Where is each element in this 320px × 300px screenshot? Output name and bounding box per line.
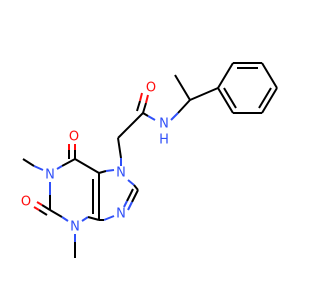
nitrogen-atom-amide: N [159, 117, 169, 132]
bond [170, 112, 179, 121]
bond [98, 170, 107, 174]
oxygen-atom-c6: O [69, 130, 79, 145]
bond [123, 200, 128, 208]
bond [217, 62, 234, 89]
bond [105, 169, 115, 172]
bond [81, 216, 89, 222]
bond [126, 188, 134, 202]
bond [87, 216, 100, 221]
n-methyl-bond [33, 165, 44, 171]
carbonyl-bond [38, 209, 48, 216]
methyl-bond [174, 74, 191, 101]
bond [133, 184, 139, 191]
bond [74, 158, 100, 174]
bond [127, 179, 135, 186]
bond [142, 112, 149, 117]
bond [61, 158, 76, 167]
molecule-drawing: O N H O O N N N N [21, 62, 278, 258]
carbonyl-bond [136, 100, 141, 112]
bond [61, 216, 69, 222]
phenyl-ring [217, 62, 278, 114]
bond [177, 99, 191, 114]
carbonyl-bond [36, 201, 43, 206]
carbonyl-bond [33, 206, 40, 211]
bond [261, 87, 278, 114]
nitrogen-atom-n7: N [116, 166, 126, 181]
n-methyl-bond [22, 158, 35, 167]
nitrogen-atom-n1: N [45, 168, 55, 183]
bond [189, 87, 219, 101]
bond [131, 189, 139, 203]
structure-canvas: O N H O O N N N N [21, 62, 278, 258]
aromatic-bond [223, 87, 237, 109]
bond [261, 62, 278, 89]
chain-bond [117, 137, 122, 159]
bond [127, 201, 133, 211]
chain-bond [117, 112, 144, 139]
carbonyl-bond [145, 94, 149, 104]
bond [147, 115, 156, 121]
carbonyl-bond [139, 92, 143, 102]
bond [49, 209, 63, 218]
hydrogen-atom-amide: H [159, 133, 169, 148]
oxygen-atom-amide: O [146, 81, 156, 96]
pyrimidine-ring [49, 158, 100, 222]
carbonyl-bond [142, 102, 147, 114]
bond [217, 87, 234, 114]
nitrogen-atom-n9: N [116, 207, 126, 222]
oxygen-atom-c2: O [21, 195, 31, 210]
aromatic-bond [258, 87, 272, 109]
carbonyl-bond [41, 204, 51, 211]
bond [103, 215, 115, 221]
bond [56, 165, 63, 170]
nitrogen-atom-n3: N [70, 220, 80, 235]
